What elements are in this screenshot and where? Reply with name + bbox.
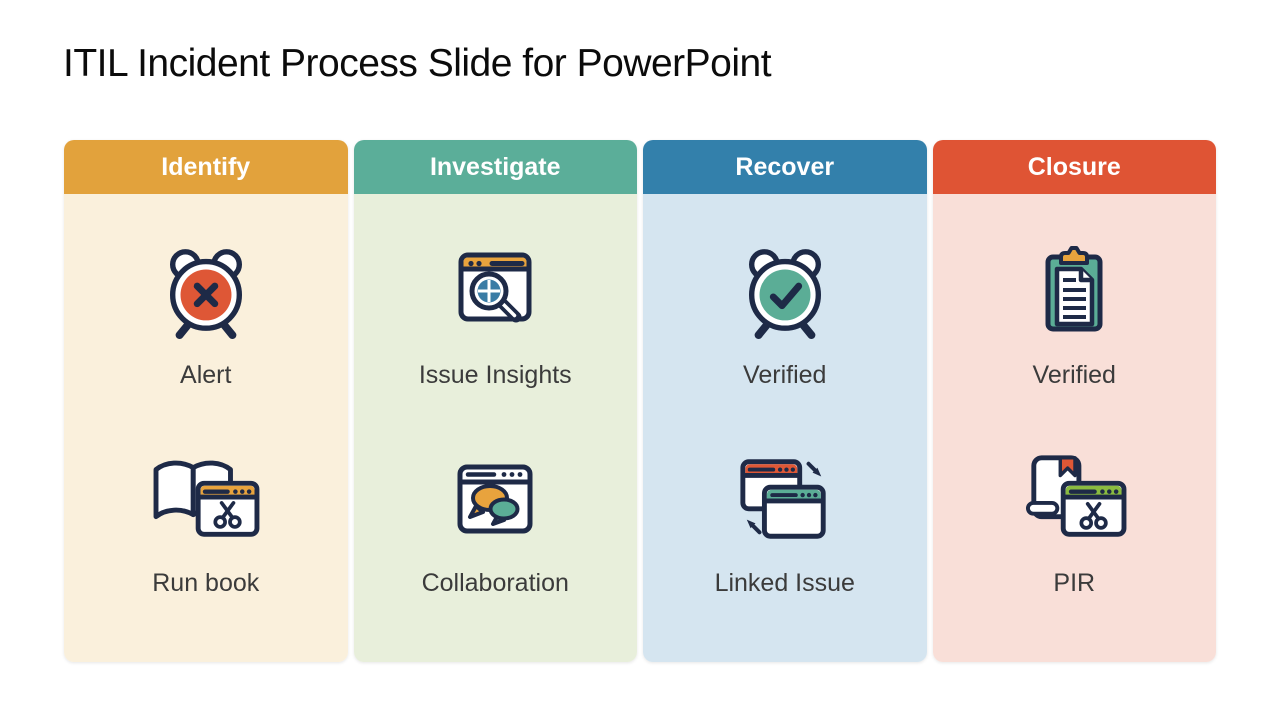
column-investigate: Investigate bbox=[353, 140, 637, 662]
column-body: Verified bbox=[932, 194, 1216, 662]
column-header: Investigate bbox=[353, 140, 637, 194]
item-label: Collaboration bbox=[421, 569, 569, 597]
process-item: Collaboration bbox=[422, 446, 569, 598]
run-book-icon bbox=[141, 446, 271, 552]
process-item: Run book bbox=[141, 446, 271, 598]
verified-clipboard-icon bbox=[1009, 238, 1139, 344]
column-header: Recover bbox=[643, 140, 927, 194]
issue-insights-icon bbox=[430, 238, 560, 344]
column-header: Identify bbox=[64, 140, 348, 194]
item-label: Run book bbox=[152, 569, 260, 597]
alert-alarm-icon bbox=[141, 238, 271, 344]
item-label: Alert bbox=[180, 361, 232, 389]
process-item: Issue Insights bbox=[419, 238, 572, 390]
scissors-glyph bbox=[213, 501, 242, 529]
scissors-glyph bbox=[1079, 502, 1108, 530]
column-closure: Closure bbox=[932, 140, 1216, 662]
item-label: Verified bbox=[1032, 361, 1116, 389]
process-item: Verified bbox=[720, 238, 850, 390]
column-body: Alert bbox=[64, 194, 348, 662]
column-body: Issue Insights bbox=[353, 194, 637, 662]
column-identify: Identify bbox=[64, 140, 348, 662]
item-label: Verified bbox=[743, 361, 827, 389]
process-item: PIR bbox=[1009, 446, 1139, 598]
item-label: PIR bbox=[1053, 569, 1096, 597]
pir-book-icon bbox=[1009, 446, 1139, 552]
process-item: Verified bbox=[1009, 238, 1139, 390]
process-item: Alert bbox=[141, 238, 271, 390]
collaboration-icon bbox=[430, 446, 560, 552]
verified-alarm-icon bbox=[720, 238, 850, 344]
column-recover: Recover Verified bbox=[643, 140, 927, 662]
process-item: Linked Issue bbox=[715, 446, 855, 598]
column-body: Verified bbox=[643, 194, 927, 662]
item-label: Issue Insights bbox=[418, 361, 572, 389]
column-header: Closure bbox=[932, 140, 1216, 194]
item-label: Linked Issue bbox=[714, 569, 855, 597]
slide-title: ITIL Incident Process Slide for PowerPoi… bbox=[63, 42, 772, 85]
linked-issue-icon bbox=[720, 446, 850, 552]
process-columns: Identify bbox=[64, 140, 1216, 662]
